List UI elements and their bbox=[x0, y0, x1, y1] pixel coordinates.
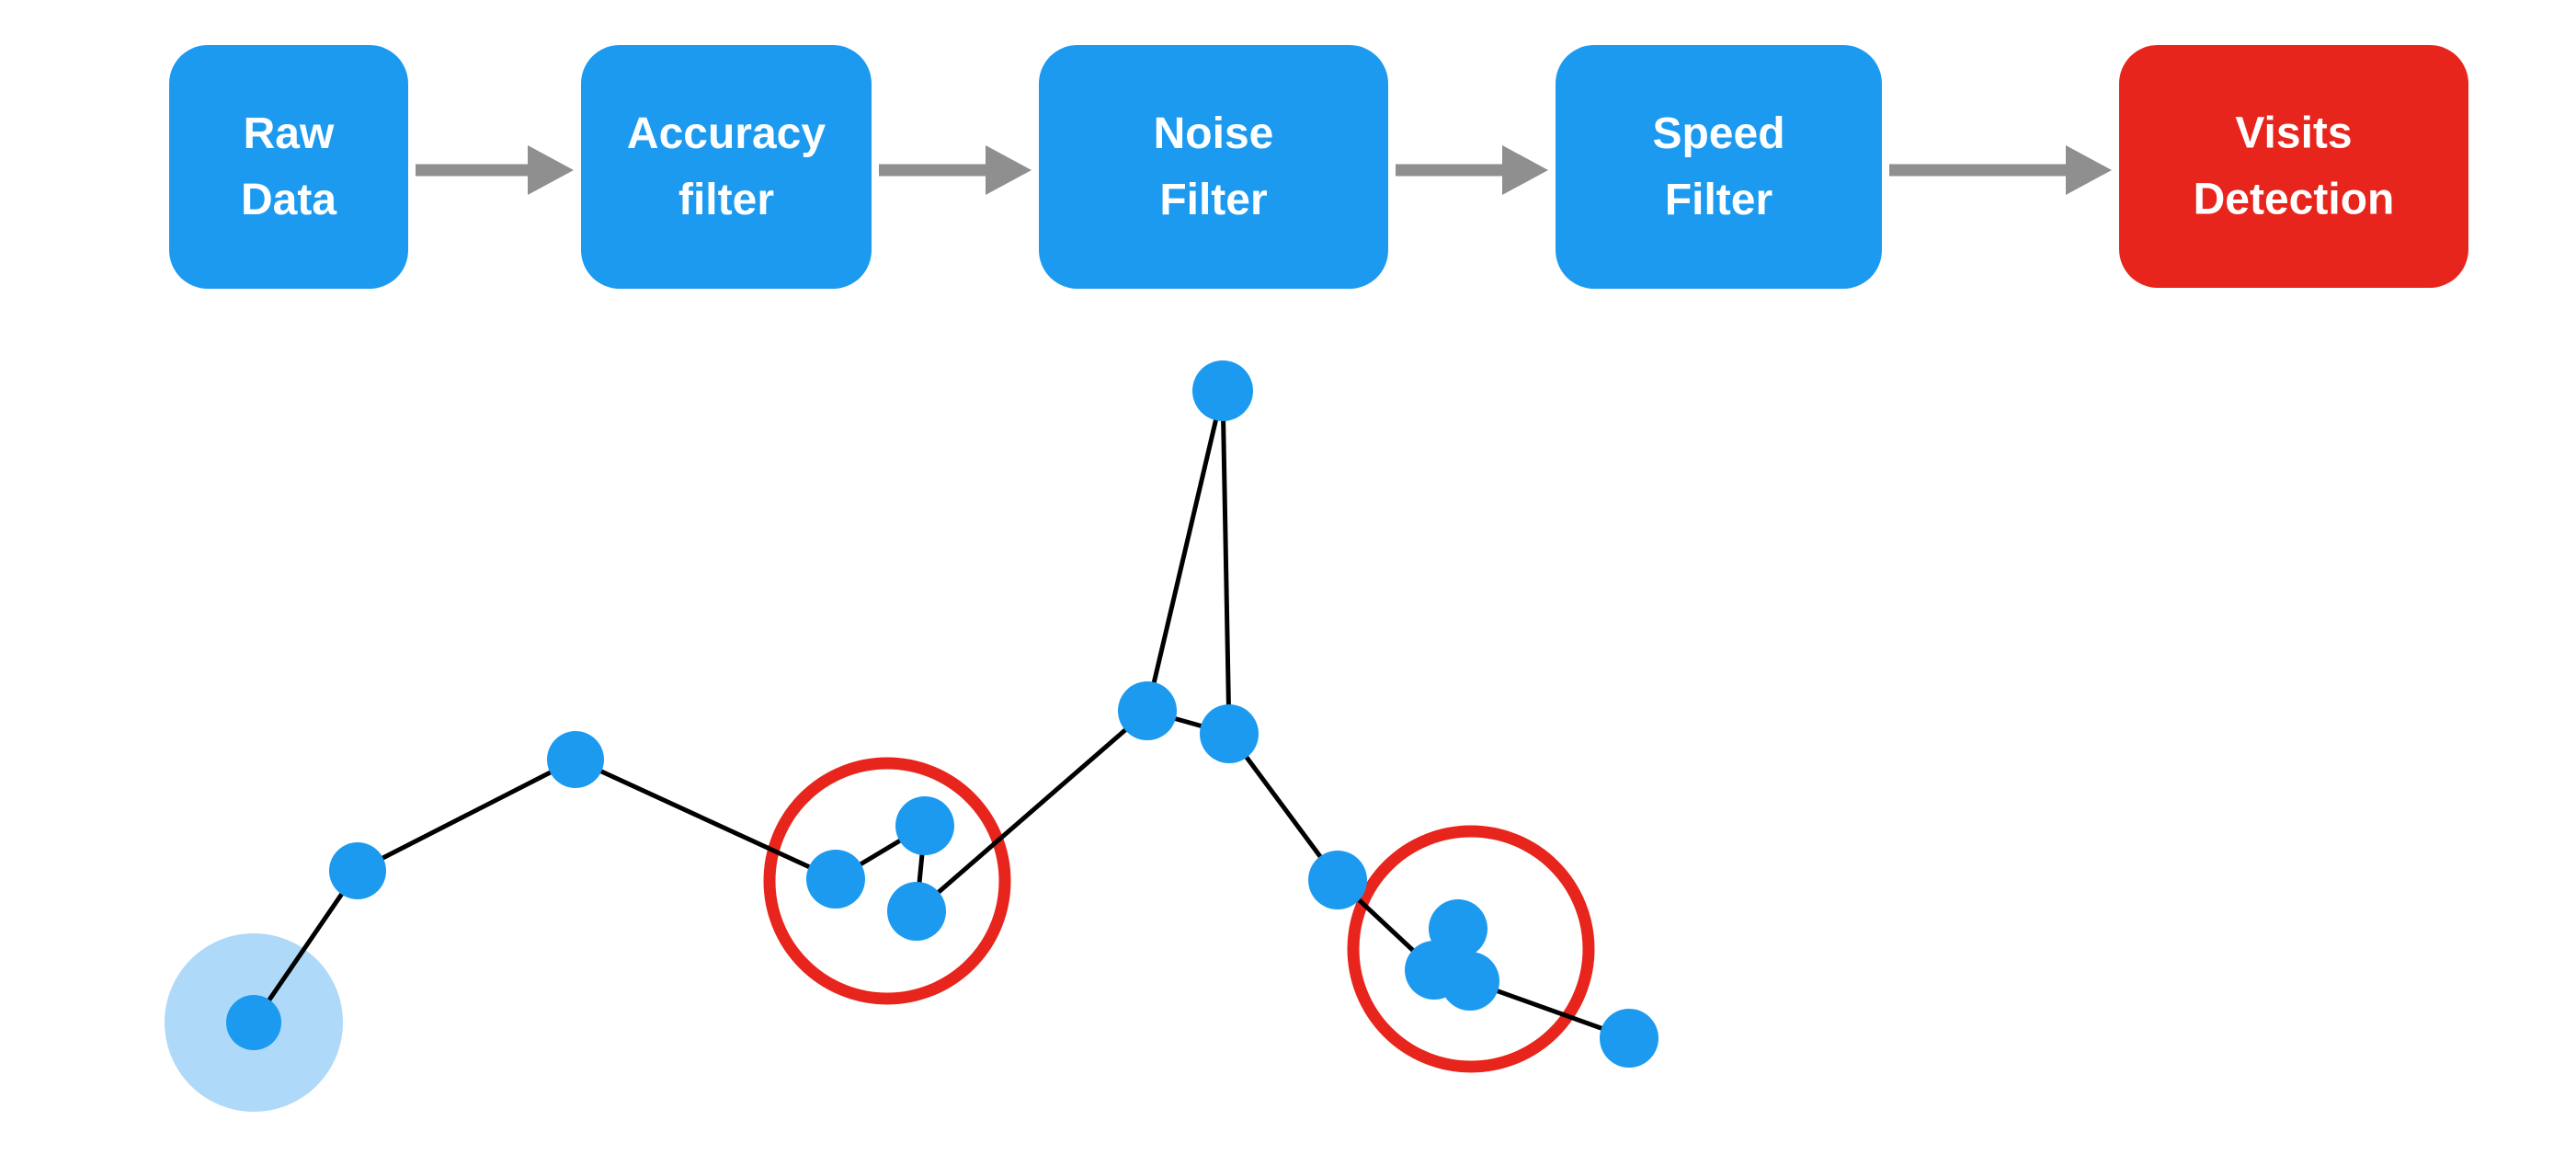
track-segment bbox=[1226, 731, 1340, 883]
noise-cluster-1-highlight-ring bbox=[763, 757, 1011, 1005]
track-segment bbox=[914, 708, 1150, 914]
flow-arrow bbox=[879, 145, 1032, 195]
cluster1-top bbox=[895, 796, 954, 855]
track-point-10 bbox=[1308, 851, 1367, 909]
track-segment bbox=[355, 757, 578, 874]
end-point bbox=[1600, 1009, 1658, 1068]
spike-top bbox=[1192, 360, 1253, 421]
track-segment bbox=[1145, 388, 1225, 714]
flow-arrow-shaft bbox=[1396, 164, 1506, 177]
start-point bbox=[226, 995, 281, 1050]
pipeline-step-box bbox=[1039, 45, 1388, 289]
track-point-2 bbox=[329, 842, 386, 899]
track-segment bbox=[573, 757, 838, 882]
flow-arrow bbox=[416, 145, 574, 195]
track-segment bbox=[251, 868, 360, 1025]
noise-cluster-2-highlight-ring bbox=[1347, 825, 1595, 1073]
flow-arrow-head bbox=[528, 145, 574, 195]
flow-arrow-head bbox=[2066, 145, 2112, 195]
track-point-3 bbox=[547, 731, 604, 788]
junction-right bbox=[1200, 704, 1259, 763]
junction-left bbox=[1118, 681, 1177, 740]
pipeline-step-box bbox=[2119, 45, 2468, 288]
flow-arrow-shaft bbox=[416, 164, 531, 177]
flow-arrow bbox=[1396, 145, 1548, 195]
flow-arrow-shaft bbox=[1889, 164, 2069, 177]
flow-arrow bbox=[1889, 145, 2112, 195]
cluster1-left bbox=[806, 850, 865, 909]
pipeline-step-box bbox=[169, 45, 408, 289]
flow-arrow-head bbox=[986, 145, 1032, 195]
pipeline-step-box bbox=[1556, 45, 1882, 289]
gps-track bbox=[165, 360, 1658, 1112]
cluster2-right bbox=[1441, 952, 1499, 1011]
cluster1-bottom bbox=[887, 882, 946, 941]
flow-arrow-head bbox=[1502, 145, 1548, 195]
pipeline-step-box bbox=[581, 45, 872, 289]
flow-arrow-shaft bbox=[879, 164, 989, 177]
track-segment bbox=[1220, 388, 1232, 737]
